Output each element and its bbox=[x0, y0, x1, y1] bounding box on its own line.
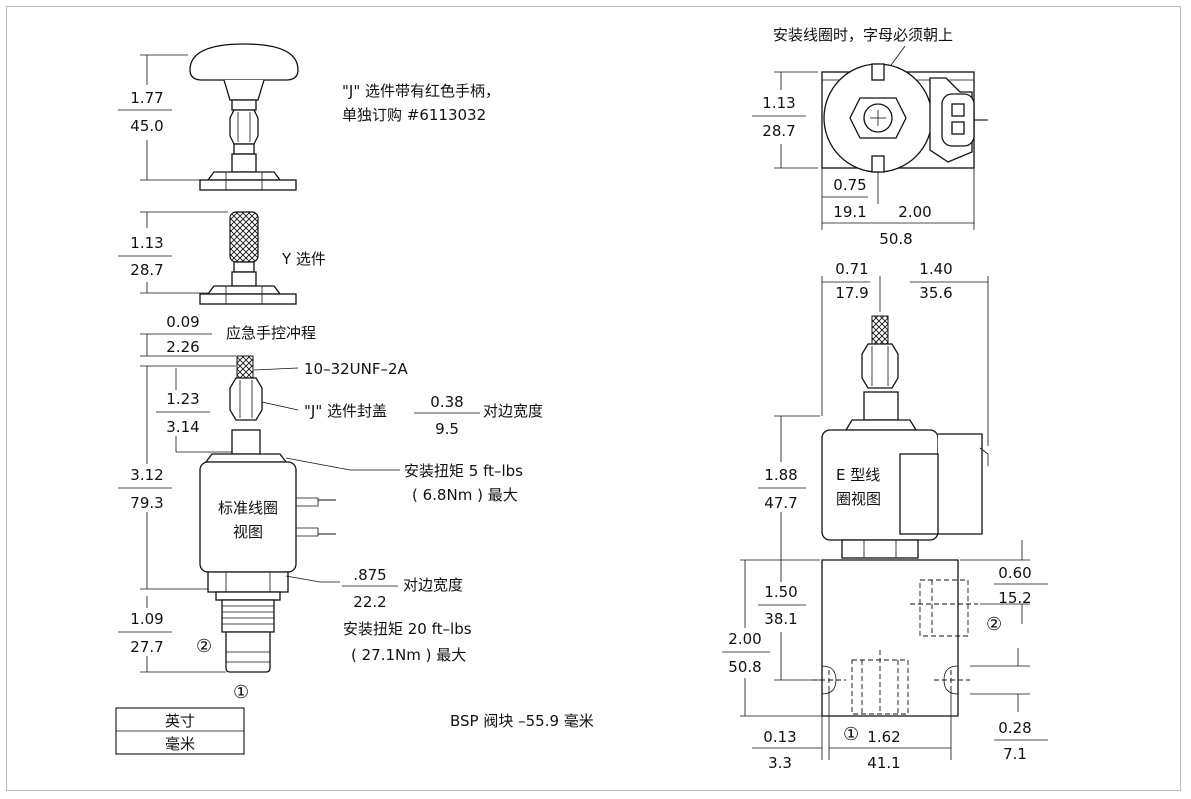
dim-028-mm: 7.1 bbox=[1003, 745, 1027, 763]
legend-mm: 毫米 bbox=[165, 735, 195, 753]
stroke-label: 应急手控冲程 bbox=[226, 324, 316, 342]
dim-140-mm: 35.6 bbox=[919, 284, 952, 302]
dim-200w-in: 2.00 bbox=[898, 203, 931, 221]
dim-stroke-mm: 2.26 bbox=[166, 338, 199, 356]
coil-torque-line-1: 安装扭矩 5 ft–lbs bbox=[404, 462, 523, 480]
port-2-label-right: ② bbox=[986, 614, 1002, 635]
e-coil-label-1: E 型线 bbox=[836, 466, 880, 484]
dim-150-in: 1.50 bbox=[764, 583, 797, 601]
dim-113r-in: 1.13 bbox=[762, 94, 795, 112]
e-coil-label-2: 圈视图 bbox=[836, 490, 881, 508]
dim-071-in: 0.71 bbox=[835, 260, 868, 278]
cap-label: "J" 选件封盖 bbox=[304, 402, 387, 420]
port-1-label-right: ① bbox=[843, 724, 859, 745]
stroke-dimension: 0.09 2.26 bbox=[140, 313, 236, 357]
dim-hex-mm: 22.2 bbox=[353, 593, 386, 611]
cap-suffix: 对边宽度 bbox=[483, 402, 543, 420]
dim-hex-in: .875 bbox=[353, 566, 386, 584]
dim-cap-in: 0.38 bbox=[430, 393, 463, 411]
dim-312-mm: 79.3 bbox=[130, 494, 163, 512]
dim-123-mm: 3.14 bbox=[166, 418, 199, 436]
dim-028-in: 0.28 bbox=[998, 719, 1031, 737]
dim-162-in: 1.62 bbox=[867, 728, 900, 746]
top-note: 安装线圈时，字母必须朝上 bbox=[773, 26, 953, 44]
y-option-label: Y 选件 bbox=[281, 250, 326, 268]
dim-j-in: 1.77 bbox=[130, 89, 163, 107]
dim-cap-mm: 9.5 bbox=[435, 420, 459, 438]
legend-inches: 英寸 bbox=[165, 712, 195, 730]
body-torque-line-1: 安装扭矩 20 ft–lbs bbox=[343, 620, 472, 638]
dim-075-mm: 19.1 bbox=[833, 203, 866, 221]
units-legend: 英寸 毫米 bbox=[115, 707, 245, 755]
dim-j-mm: 45.0 bbox=[130, 117, 163, 135]
dim-060-in: 0.60 bbox=[998, 564, 1031, 582]
body-torque-line-2: ( 27.1Nm ) 最大 bbox=[351, 646, 466, 664]
dim-060-mm: 15.2 bbox=[998, 589, 1031, 607]
hex-suffix: 对边宽度 bbox=[403, 576, 463, 594]
j-option-dimension: 1.77 45.0 bbox=[118, 54, 200, 181]
port-2-label-left: ② bbox=[196, 636, 212, 657]
dim-150-mm: 38.1 bbox=[764, 610, 797, 628]
side-view-dims: 0.71 17.9 1.40 35.6 1.88 47.7 1.50 38.1 … bbox=[722, 260, 1048, 772]
bsp-block-label: BSP 阀块 –55.9 毫米 bbox=[450, 712, 594, 730]
standard-coil-label-1: 标准线圈 bbox=[218, 499, 278, 517]
coil-torque-line-2: ( 6.8Nm ) 最大 bbox=[412, 486, 518, 504]
top-view-dims: 1.13 28.7 0.75 19.1 2.00 50.8 bbox=[752, 71, 975, 248]
j-option-knob bbox=[189, 43, 299, 191]
dim-013-mm: 3.3 bbox=[768, 754, 792, 772]
standard-coil-label-2: 视图 bbox=[233, 523, 263, 541]
dimension-109: 1.09 27.7 bbox=[118, 596, 226, 673]
dimension-312: 3.12 79.3 bbox=[118, 365, 236, 590]
dim-stroke-in: 0.09 bbox=[166, 313, 199, 331]
dim-188-mm: 47.7 bbox=[764, 494, 797, 512]
dim-109-in: 1.09 bbox=[130, 610, 163, 628]
dim-y-in: 1.13 bbox=[130, 234, 163, 252]
e-coil-assembly bbox=[821, 315, 989, 559]
dim-140-in: 1.40 bbox=[919, 260, 952, 278]
j-note-line-2: 单独订购 #6113032 bbox=[342, 106, 486, 124]
dim-312-in: 3.12 bbox=[130, 466, 163, 484]
y-option-dimension: 1.13 28.7 bbox=[118, 211, 228, 294]
dim-200h-in: 2.00 bbox=[728, 630, 761, 648]
drawing-frame bbox=[6, 6, 1181, 791]
dim-109-mm: 27.7 bbox=[130, 638, 163, 656]
dim-162-mm: 41.1 bbox=[867, 754, 900, 772]
bsp-valve-block bbox=[812, 559, 978, 717]
dim-200h-mm: 50.8 bbox=[728, 658, 761, 676]
dimension-123: 1.23 3.14 bbox=[156, 368, 232, 453]
dim-071-mm: 17.9 bbox=[835, 284, 868, 302]
port-1-label-left: ① bbox=[233, 682, 249, 703]
standard-coil-assembly bbox=[199, 355, 336, 673]
dim-123-in: 1.23 bbox=[166, 390, 199, 408]
y-option-knob bbox=[199, 211, 297, 305]
dim-075-in: 0.75 bbox=[833, 176, 866, 194]
j-note-line-1: "J" 选件带有红色手柄， bbox=[342, 82, 500, 100]
dim-013-in: 0.13 bbox=[763, 728, 796, 746]
dim-113r-mm: 28.7 bbox=[762, 122, 795, 140]
top-view bbox=[821, 63, 988, 173]
dim-200w-mm: 50.8 bbox=[879, 230, 912, 248]
thread-label: 10–32UNF–2A bbox=[304, 360, 409, 378]
dim-y-mm: 28.7 bbox=[130, 261, 163, 279]
dim-188-in: 1.88 bbox=[764, 466, 797, 484]
